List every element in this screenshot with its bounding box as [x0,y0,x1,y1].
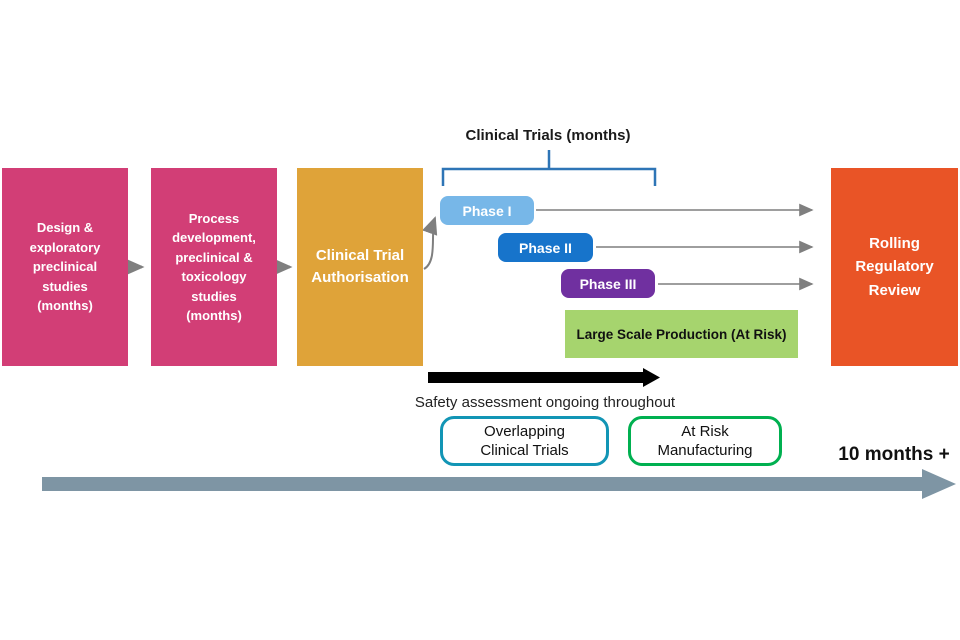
safety-arrow-head [643,368,660,387]
stage-design-exploratory-box: Design & exploratory preclinical studies… [2,168,128,366]
timeline-duration-label: 10 months + [838,444,950,465]
stage-clinical-trial-authorisation-box: Clinical Trial Authorisation [297,168,423,366]
phase-2-pill: Phase II [498,233,593,262]
overlapping-clinical-trials-callout: Overlapping Clinical Trials [440,416,609,466]
safety-assessment-label: Safety assessment ongoing throughout [414,394,676,411]
phase-3-pill: Phase III [561,269,655,298]
large-scale-production-box: Large Scale Production (At Risk) [565,310,798,358]
phase-1-pill: Phase I [440,196,534,225]
rolling-regulatory-review-box: Rolling Regulatory Review [831,168,958,366]
clinical-trials-heading: Clinical Trials (months) [465,127,631,144]
stage-process-development-box: Process development, preclinical & toxic… [151,168,277,366]
timeline-arrow-shaft [42,477,922,491]
timeline-arrow-head [922,469,956,499]
at-risk-manufacturing-callout: At Risk Manufacturing [628,416,782,466]
arrow-authorisation-to-phase1 [422,216,438,270]
safety-arrow-shaft [428,372,644,383]
clinical-trials-bracket [441,167,657,186]
